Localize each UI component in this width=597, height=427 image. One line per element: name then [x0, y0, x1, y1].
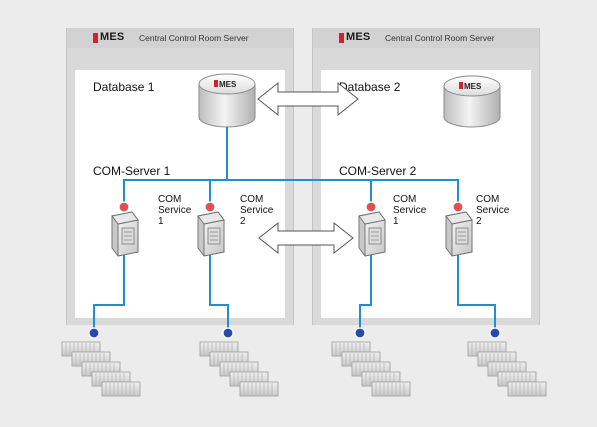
server-header: MES Central Control Room Server	[313, 28, 539, 48]
mes-logo-mark	[339, 33, 344, 43]
database-icon: MES	[198, 73, 256, 128]
com-server-panel-1: COM-Server 1	[75, 158, 285, 318]
controller-rack-icon	[332, 342, 410, 396]
database-label: Database 1	[93, 80, 155, 94]
central-control-room-server-2: MES Central Control Room Server Database…	[312, 28, 540, 325]
network-links	[93, 127, 496, 330]
database-logo-text: MES	[219, 80, 237, 89]
server-title: Central Control Room Server	[139, 33, 249, 43]
com-service-icon	[111, 211, 139, 257]
controller-rack-icon	[200, 342, 278, 396]
com-server-label: COM-Server 2	[339, 164, 417, 178]
com-service-label: COM Service 1	[158, 194, 192, 227]
controller-rack-icon	[468, 342, 546, 396]
controller-rack-icon	[62, 342, 140, 396]
mes-logo-mark	[93, 33, 98, 43]
database-label: Database 2	[339, 80, 401, 94]
com-server-label: COM-Server 1	[93, 164, 171, 178]
device-port-icons	[88, 327, 501, 339]
com-server-panel-2: COM-Server 2	[321, 158, 531, 318]
database-logo-text: MES	[464, 82, 482, 91]
com-service-label: COM Service 2	[240, 194, 274, 227]
com-service-icon	[197, 211, 225, 257]
database-icon: MES	[443, 75, 501, 128]
com-service-sync-arrow	[258, 221, 354, 255]
service-port-icons	[118, 201, 464, 213]
server-title: Central Control Room Server	[385, 33, 495, 43]
database-sync-arrow	[257, 81, 359, 117]
server-header: MES Central Control Room Server	[67, 28, 293, 48]
com-service-label: COM Service 2	[476, 194, 510, 227]
com-service-label: COM Service 1	[393, 194, 427, 227]
mes-logo: MES	[100, 31, 125, 43]
com-service-icon	[358, 211, 386, 257]
mes-logo: MES	[346, 31, 371, 43]
com-service-icon	[445, 211, 473, 257]
